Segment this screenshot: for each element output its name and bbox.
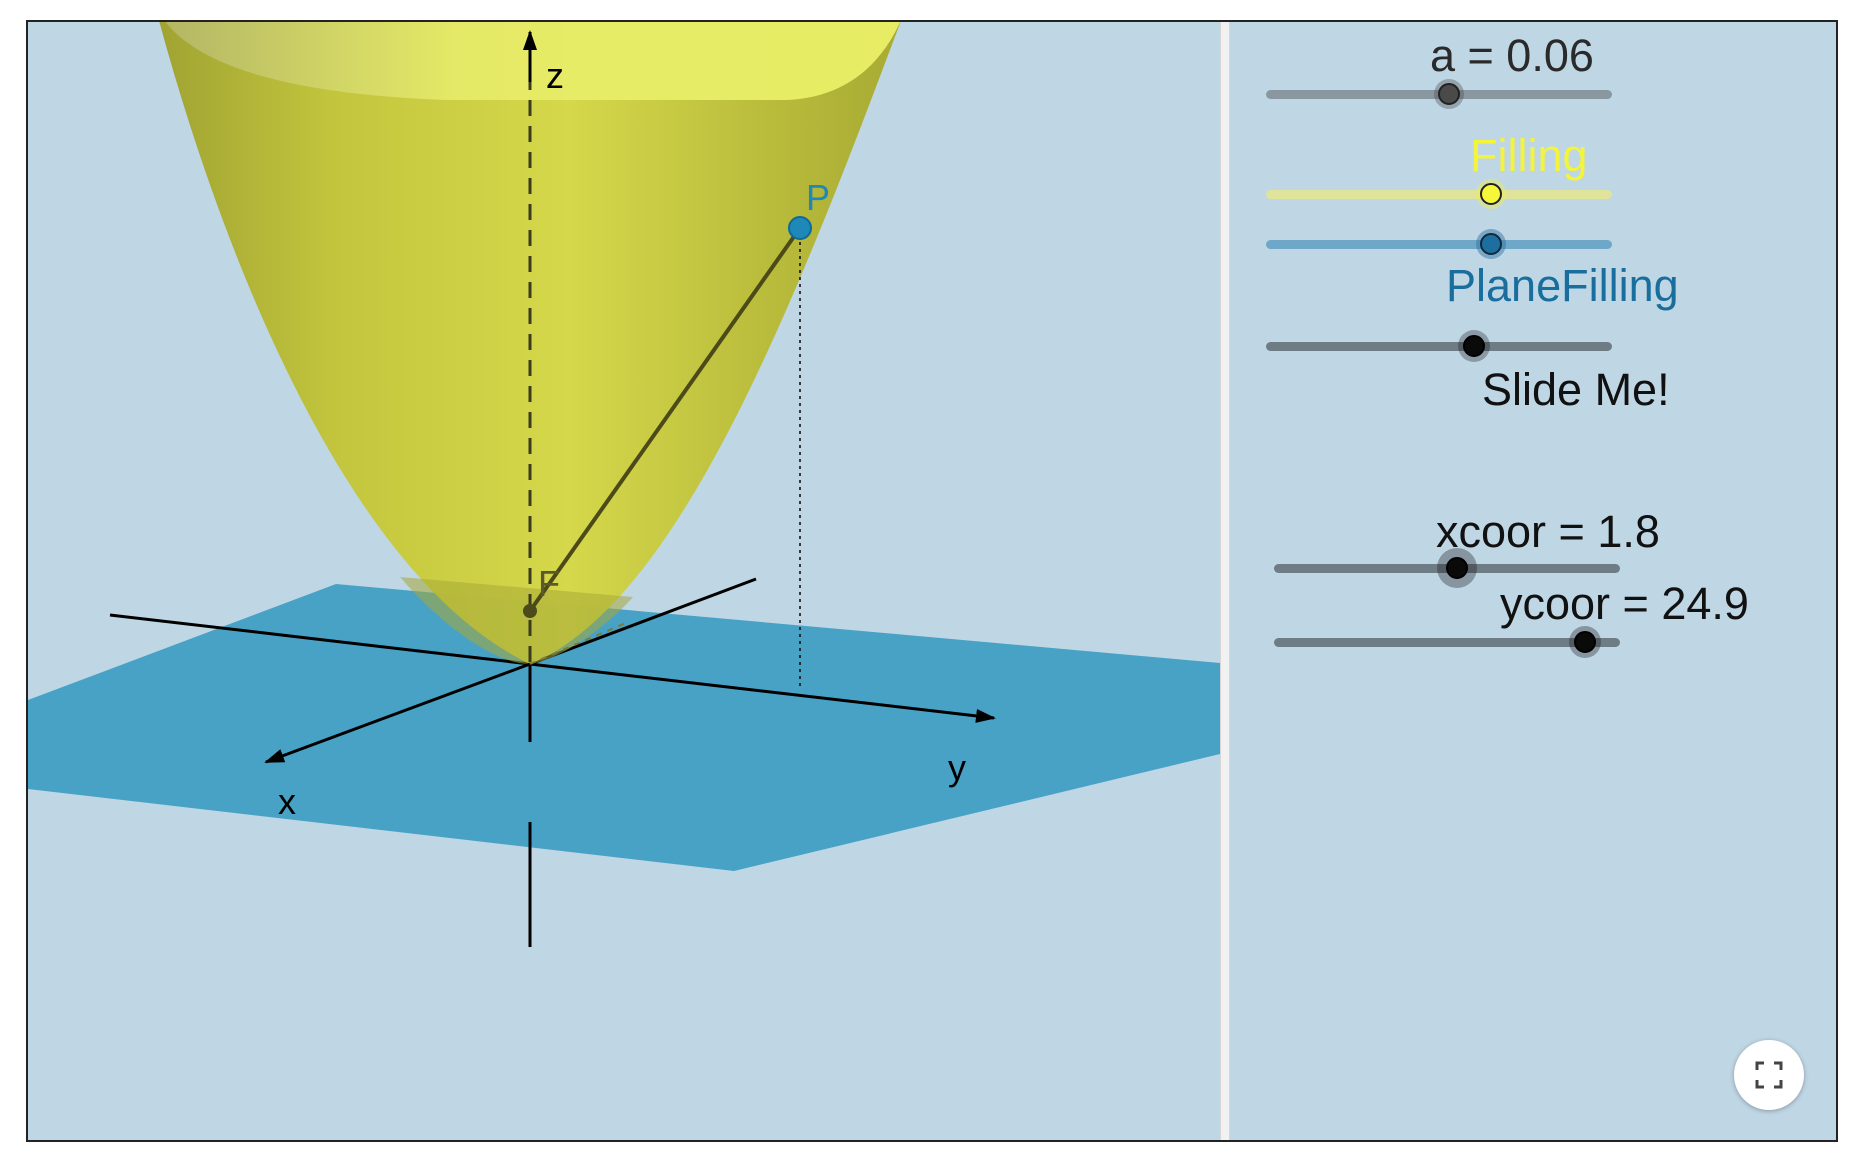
y-axis-label: y: [948, 747, 966, 788]
x-axis-hidden-segment: [529, 621, 629, 665]
point-p-label: P: [806, 177, 830, 218]
point-p[interactable]: [788, 216, 812, 240]
slider-slide-me-label: Slide Me!: [1482, 364, 1670, 415]
x-axis-label: x: [278, 781, 296, 822]
slider-a[interactable]: [1266, 74, 1612, 114]
slider-slide-me[interactable]: [1266, 326, 1612, 366]
z-axis-label: z: [546, 55, 564, 96]
slider-xcoor[interactable]: [1274, 548, 1620, 588]
x-axis-front[interactable]: [264, 662, 531, 764]
slider-ycoor[interactable]: [1274, 622, 1620, 662]
segment-fp[interactable]: [528, 226, 802, 613]
slider-planefilling-label: PlaneFilling: [1446, 260, 1679, 311]
xy-plane[interactable]: [28, 584, 1220, 871]
slider-planefilling[interactable]: [1266, 224, 1612, 264]
y-axis-back: [109, 613, 531, 666]
fullscreen-button[interactable]: [1734, 1040, 1804, 1110]
fullscreen-icon: [1755, 1061, 1783, 1089]
x-axis-back: [529, 577, 757, 666]
algebra-sliders-panel: a = 0.06 Filling PlaneFilling Slide Me!: [1230, 22, 1836, 1140]
point-f-label: F: [538, 563, 560, 604]
graphics-3d-view[interactable]: z x y P F: [28, 22, 1220, 1140]
y-axis-front[interactable]: [529, 662, 996, 723]
slider-a-label: a = 0.06: [1430, 30, 1594, 81]
paraboloid-rim: [165, 22, 901, 100]
slider-planefilling-knob[interactable]: [1479, 233, 1502, 255]
slider-a-knob[interactable]: [1438, 83, 1461, 105]
slider-filling[interactable]: [1266, 174, 1612, 214]
slider-xcoor-knob[interactable]: [1446, 557, 1469, 579]
slider-filling-knob[interactable]: [1479, 183, 1502, 205]
slider-ycoor-label: ycoor = 24.9: [1500, 578, 1749, 629]
view-divider[interactable]: [1220, 22, 1230, 1140]
slider-xcoor-label: xcoor = 1.8: [1436, 506, 1660, 557]
point-f[interactable]: [523, 604, 537, 618]
geogebra-applet: z x y P F a = 0.06 Filling PlaneFilli: [26, 20, 1838, 1142]
slider-slide-me-knob[interactable]: [1462, 335, 1485, 357]
3d-scene[interactable]: z x y P F: [28, 22, 1220, 1140]
paraboloid-bottom-shade: [400, 577, 633, 664]
slider-ycoor-knob[interactable]: [1574, 631, 1597, 653]
slider-filling-label: Filling: [1470, 130, 1588, 181]
